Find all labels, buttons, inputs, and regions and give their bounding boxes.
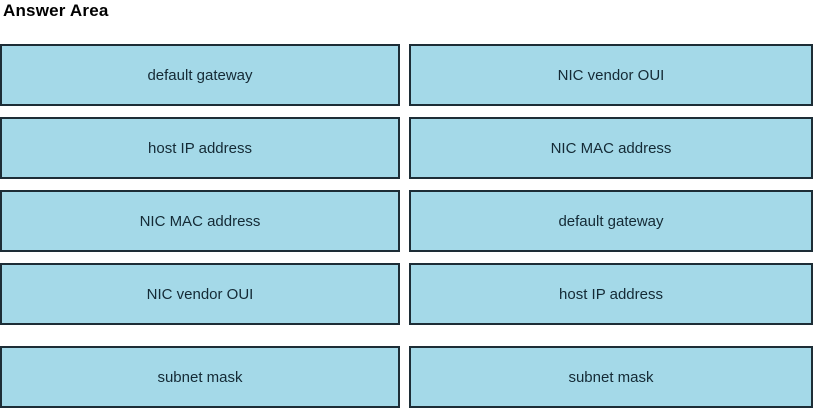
right-column: NIC vendor OUI NIC MAC address default g… (409, 44, 813, 408)
answer-option-left-2[interactable]: host IP address (0, 117, 400, 179)
answer-option-left-4[interactable]: NIC vendor OUI (0, 263, 400, 325)
answer-option-right-3[interactable]: default gateway (409, 190, 813, 252)
answer-option-right-4[interactable]: host IP address (409, 263, 813, 325)
answer-option-left-1[interactable]: default gateway (0, 44, 400, 106)
left-column: default gateway host IP address NIC MAC … (0, 44, 400, 408)
answer-option-right-2[interactable]: NIC MAC address (409, 117, 813, 179)
answer-option-right-1[interactable]: NIC vendor OUI (409, 44, 813, 106)
page-title: Answer Area (3, 1, 109, 20)
answer-option-right-5[interactable]: subnet mask (409, 346, 813, 408)
answer-option-left-5[interactable]: subnet mask (0, 346, 400, 408)
answer-option-left-3[interactable]: NIC MAC address (0, 190, 400, 252)
answer-columns: default gateway host IP address NIC MAC … (0, 44, 813, 408)
